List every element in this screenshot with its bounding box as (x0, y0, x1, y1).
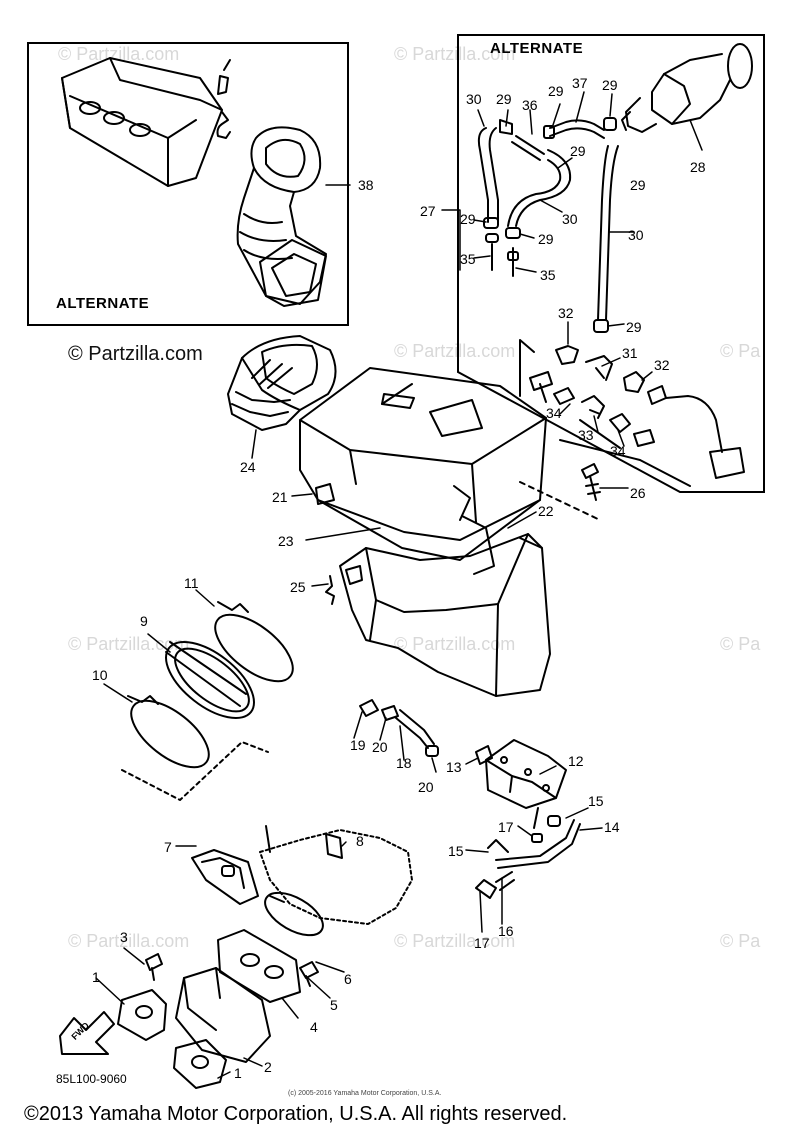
callout-33: 33 (578, 427, 594, 443)
callout-32: 32 (558, 305, 574, 321)
clamp-6-drawing (264, 891, 324, 937)
callout-38: 38 (358, 177, 374, 193)
callout-29: 29 (496, 91, 512, 107)
callout-29: 29 (548, 83, 564, 99)
engine-outline-drawing (259, 829, 413, 925)
callout-9: 9 (140, 613, 148, 629)
callout-27: 27 (420, 203, 436, 219)
intake-boot-drawing (227, 335, 337, 431)
callout-1: 1 (92, 969, 100, 985)
watermark-faint: © Partzilla.com (394, 931, 516, 951)
callout-23: 23 (278, 533, 294, 549)
inset-left-box (27, 42, 349, 326)
callout-5: 5 (330, 997, 338, 1013)
callout-29: 29 (538, 231, 554, 247)
watermark-faint: © Partzilla.com (58, 44, 180, 64)
callout-11: 11 (184, 575, 199, 591)
bolts-3-5-drawing (145, 953, 319, 987)
callout-2: 2 (264, 1059, 272, 1075)
leader-dashed (121, 741, 269, 801)
callout-29: 29 (460, 211, 476, 227)
gasket-1-drawing (117, 989, 227, 1089)
callout-4: 4 (310, 1019, 318, 1035)
callout-28: 28 (690, 159, 706, 175)
watermark: © Partzilla.com (68, 343, 203, 365)
callout-6: 6 (344, 971, 352, 987)
small-copyright: (c) 2005-2016 Yamaha Motor Corporation, … (288, 1090, 442, 1097)
callout-32: 32 (654, 357, 670, 373)
inset-left-label: ALTERNATE (56, 295, 150, 312)
callout-29: 29 (602, 77, 618, 93)
callout-35: 35 (460, 251, 476, 267)
callout-10: 10 (92, 667, 108, 683)
callout-24: 24 (240, 459, 256, 475)
callout-35: 35 (540, 267, 556, 283)
watermark-faint: © Partzilla.com (394, 341, 516, 361)
alt-vent-valve-drawing (621, 43, 753, 133)
callout-15: 15 (448, 843, 464, 859)
callout-3: 3 (120, 929, 128, 945)
callout-8: 8 (356, 833, 364, 849)
callout-29: 29 (630, 177, 646, 193)
callout-26: 26 (630, 485, 646, 501)
joint-9-drawing (165, 640, 255, 720)
callout-34: 34 (546, 405, 562, 421)
alt-airbox-cover-drawing (61, 57, 231, 187)
clamp-11-drawing (214, 601, 294, 683)
callout-34: 34 (610, 443, 626, 459)
bolt-26-drawing (519, 463, 601, 521)
callout-20: 20 (418, 779, 434, 795)
leader-lines (95, 91, 703, 1079)
callout-7: 7 (164, 839, 172, 855)
manifold-2-drawing (175, 967, 271, 1063)
callout-15: 15 (588, 793, 604, 809)
alt-fittings-drawing (519, 339, 745, 487)
alt-intake-boot-drawing (236, 126, 327, 307)
callout-31: 31 (622, 345, 638, 361)
callout-30: 30 (466, 91, 482, 107)
callout-30: 30 (628, 227, 644, 243)
callout-17: 17 (474, 935, 490, 951)
callout-22: 22 (538, 503, 554, 519)
alt-vent-hose-drawing (477, 117, 619, 333)
callout-36: 36 (522, 97, 538, 113)
callout-14: 14 (604, 819, 620, 835)
fwd-arrow (59, 1011, 115, 1055)
callout-1: 1 (234, 1065, 242, 1081)
inset-right-label: ALTERNATE (490, 40, 584, 57)
callout-20: 20 (372, 739, 388, 755)
callout-13: 13 (446, 759, 462, 775)
callout-18: 18 (396, 755, 412, 771)
callout-29: 29 (626, 319, 642, 335)
fuel-hoses-drawing (359, 699, 581, 899)
callout-16: 16 (498, 923, 514, 939)
footer-copyright: ©2013 Yamaha Motor Corporation, U.S.A. A… (24, 1103, 568, 1125)
callout-30: 30 (562, 211, 578, 227)
diagram-code: 85L100-9060 (56, 1072, 127, 1086)
callout-12: 12 (568, 753, 584, 769)
callout-19: 19 (350, 737, 366, 753)
watermark-faint: © Pa (720, 341, 761, 361)
watermark-faint: © Pa (720, 634, 761, 654)
watermark-faint: © Partzilla.com (68, 634, 190, 654)
pin-8-drawing (265, 825, 343, 859)
watermark-faint: © Partzilla.com (394, 44, 516, 64)
clamp-10-drawing (127, 695, 210, 769)
callout-25: 25 (290, 579, 306, 595)
watermark-faint: © Partzilla.com (394, 634, 516, 654)
watermark-faint: © Pa (720, 931, 761, 951)
callout-29: 29 (570, 143, 586, 159)
intake-plate-7-drawing (191, 849, 259, 905)
watermark-faint: © Partzilla.com (68, 931, 190, 951)
callout-21: 21 (272, 489, 288, 505)
airbox-drawing (315, 483, 551, 697)
fuel-pump-12-drawing (485, 739, 567, 829)
callout-37: 37 (572, 75, 588, 91)
airbox-cover-drawing (299, 367, 547, 561)
callout-17: 17 (498, 819, 514, 835)
